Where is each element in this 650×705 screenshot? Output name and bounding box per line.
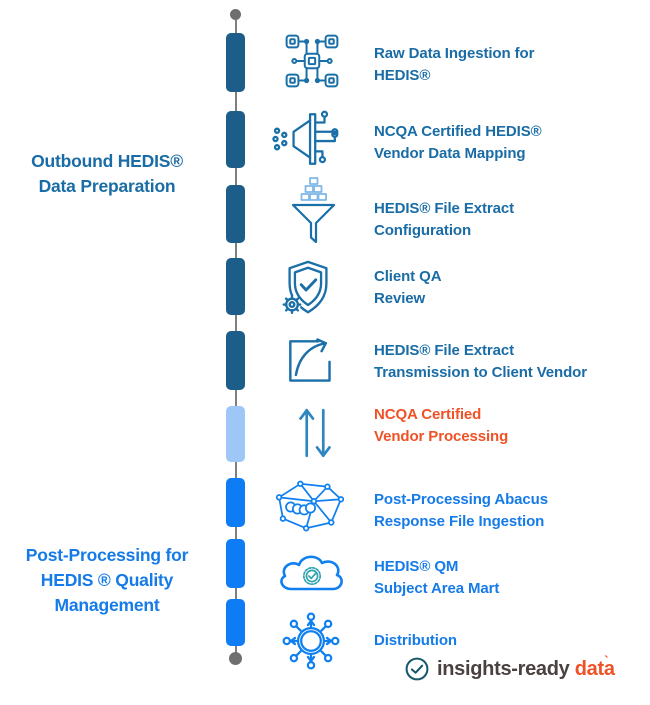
step-label-line: Raw Data Ingestion for	[374, 45, 535, 62]
phase-label-line: HEDIS ® Quality	[40, 570, 174, 590]
timeline-segment	[226, 258, 245, 315]
step-label-line: Client QA	[374, 268, 442, 285]
data-mapping-funnel-icon	[270, 106, 346, 172]
cloud-check-icon	[274, 548, 350, 602]
export-arrow-icon	[281, 332, 337, 388]
step-label-vendor-data-mapping: NCQA Certified HEDIS® Vendor Data Mappin…	[374, 121, 646, 165]
filter-funnel-blocks-icon	[282, 176, 342, 252]
timeline-end-dot	[229, 652, 242, 665]
step-label-line: HEDIS®	[374, 67, 431, 84]
step-label-line: Vendor Data Mapping	[374, 145, 526, 162]
step-label-line: Configuration	[374, 222, 472, 239]
timeline-segment	[226, 33, 245, 92]
timeline-segment	[226, 478, 245, 527]
checkmark-circle-icon	[404, 656, 430, 682]
step-label-file-extract-configuration: HEDIS® File Extract Configuration	[374, 198, 646, 242]
step-label-line: HEDIS® File Extract	[374, 200, 515, 217]
step-label-subject-area-mart: HEDIS® QM Subject Area Mart	[374, 556, 646, 600]
step-label-line: HEDIS® QM	[374, 558, 459, 575]
timeline-segment	[226, 406, 245, 462]
step-label-line: NCQA Certified	[374, 406, 482, 423]
phase-label-line: Data Preparation	[38, 176, 176, 196]
step-label-client-qa-review: Client QA Review	[374, 266, 646, 310]
phase-label-line: Post-Processing for	[25, 545, 189, 565]
step-label-file-extract-transmission: HEDIS® File Extract Transmission to Clie…	[374, 340, 646, 384]
timeline-start-dot	[230, 9, 241, 20]
step-label-line: HEDIS® File Extract	[374, 342, 515, 359]
phase-label-outbound: Outbound HEDIS® Data Preparation	[8, 149, 206, 199]
insights-ready-data-logo: insights-ready dataˋ	[404, 653, 615, 682]
phase-label-line: Management	[54, 595, 160, 615]
step-label-line: Transmission to Client Vendor	[374, 364, 587, 381]
shield-check-gear-icon	[277, 256, 339, 324]
step-label-line: Post-Processing Abacus	[374, 491, 548, 508]
phase-label-line: Outbound HEDIS®	[31, 151, 183, 171]
timeline-segment	[226, 331, 245, 390]
up-down-arrows-icon	[292, 402, 338, 464]
timeline-segment	[226, 185, 245, 243]
step-label-line: Distribution	[374, 632, 457, 649]
phase-label-post-processing: Post-Processing for HEDIS ® Quality Mana…	[8, 543, 206, 618]
timeline-segment	[226, 111, 245, 168]
mesh-network-icon	[270, 478, 350, 536]
step-label-vendor-processing: NCQA Certified Vendor Processing	[374, 404, 646, 448]
logo-wordmark-left: insights-ready	[437, 657, 570, 680]
step-label-line: NCQA Certified HEDIS®	[374, 123, 542, 140]
step-label-distribution: Distribution	[374, 630, 646, 652]
step-label-line: Review	[374, 290, 426, 307]
step-label-line: Subject Area Mart	[374, 580, 500, 597]
step-label-raw-data-ingestion: Raw Data Ingestion for HEDIS®	[374, 43, 646, 87]
timeline-segment	[226, 539, 245, 588]
logo-wordmark-right: data	[574, 657, 615, 680]
step-label-line: Response File Ingestion	[374, 513, 545, 530]
network-nodes-icon	[281, 32, 343, 90]
distribution-icon	[278, 608, 344, 674]
step-label-line: Vendor Processing	[374, 428, 509, 445]
step-label-abacus-response-ingestion: Post-Processing Abacus Response File Ing…	[374, 489, 646, 533]
timeline-segment	[226, 599, 245, 646]
